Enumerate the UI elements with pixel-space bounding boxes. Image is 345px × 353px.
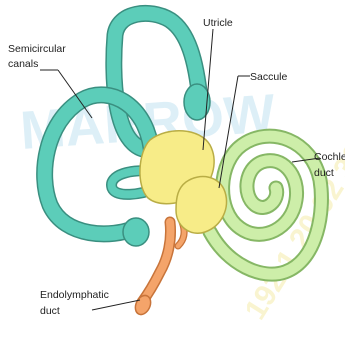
semicircular-canals-label: Semicircular canals (8, 43, 69, 70)
utricle-label: Utricle (203, 17, 233, 29)
endolymphatic-duct-leader (92, 300, 140, 310)
ampulla-lower (123, 218, 149, 246)
endolymphatic-duct-label: Endolymphatic duct (40, 289, 112, 317)
saccule (176, 177, 226, 234)
saccule-label: Saccule (250, 71, 288, 83)
